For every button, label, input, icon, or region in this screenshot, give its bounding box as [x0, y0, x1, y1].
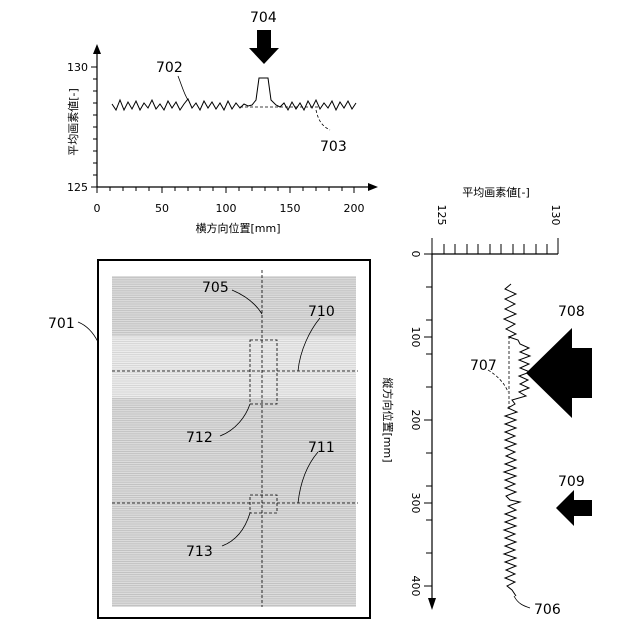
- right-x-tick-125: 125: [435, 205, 448, 226]
- label-702: 702: [156, 60, 183, 76]
- right-y-ticks: [424, 254, 432, 586]
- top-x-tick-150: 150: [280, 202, 301, 215]
- right-x-ticks: [432, 238, 558, 254]
- profile-702: [112, 78, 356, 110]
- top-x-tick-0: 0: [94, 202, 101, 215]
- right-y-tick-400: 400: [409, 576, 422, 597]
- left-arrow-709: [556, 490, 592, 526]
- leader-706: [514, 596, 530, 608]
- top-y-axis-label: 平均画素値[-]: [67, 88, 80, 156]
- right-y-tick-100: 100: [409, 327, 422, 348]
- label-712: 712: [186, 430, 213, 446]
- label-710: 710: [308, 304, 335, 320]
- right-y-tick-200: 200: [409, 410, 422, 431]
- label-708: 708: [558, 304, 585, 320]
- leader-703: [316, 110, 330, 130]
- right-y-axis-arrow: [428, 598, 436, 610]
- top-x-tick-50: 50: [155, 202, 169, 215]
- label-707: 707: [470, 358, 497, 374]
- top-y-axis-arrow: [93, 44, 101, 54]
- top-y-ticks: [91, 67, 97, 187]
- label-709: 709: [558, 474, 585, 490]
- top-x-ticks: [97, 187, 354, 193]
- top-x-axis-arrow: [368, 183, 378, 191]
- right-x-axis-label: 平均画素値[-]: [462, 186, 530, 199]
- right-y-tick-300: 300: [409, 493, 422, 514]
- left-arrow-708: [526, 328, 592, 418]
- top-x-axis-label: 横方向位置[mm]: [195, 221, 280, 235]
- label-705: 705: [202, 280, 229, 296]
- label-711: 711: [308, 440, 335, 456]
- leader-701: [78, 322, 98, 342]
- right-x-tick-130: 130: [549, 205, 562, 226]
- top-profile-chart: 130 125 0 50 100 1: [67, 30, 378, 235]
- label-704: 704: [250, 10, 277, 26]
- profile-706: [504, 284, 530, 596]
- label-713: 713: [186, 544, 213, 560]
- label-703: 703: [320, 139, 347, 155]
- label-706: 706: [534, 602, 561, 618]
- top-y-tick-130: 130: [67, 61, 88, 74]
- right-profile-chart: 平均画素値[-] 125 130: [381, 186, 592, 610]
- leader-702: [178, 76, 188, 100]
- down-arrow-704: [249, 30, 279, 64]
- top-x-tick-100: 100: [216, 202, 237, 215]
- top-y-tick-125: 125: [67, 181, 88, 194]
- image-light-band: [112, 336, 356, 398]
- right-y-axis-label: 縦方向位置[mm]: [381, 377, 395, 462]
- label-701: 701: [48, 316, 75, 332]
- right-y-tick-0: 0: [409, 251, 422, 258]
- top-x-tick-200: 200: [344, 202, 365, 215]
